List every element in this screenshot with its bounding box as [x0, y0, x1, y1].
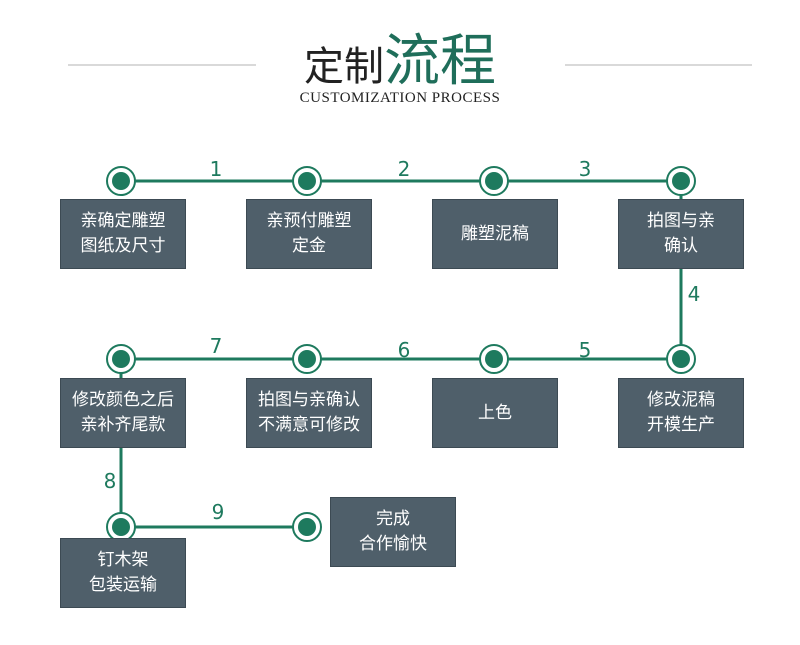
step-4-box: 拍图与亲 确认	[618, 199, 744, 269]
node-3-dot	[485, 172, 503, 190]
step-7-box: 拍图与亲确认 不满意可修改	[246, 378, 372, 448]
node-9-dot	[112, 518, 130, 536]
node-4-dot	[672, 172, 690, 190]
step-5-label: 修改泥稿 开模生产	[647, 390, 715, 435]
connector-number-6: 6	[398, 338, 411, 362]
node-1-dot	[112, 172, 130, 190]
connector-number-7: 7	[210, 334, 223, 358]
step-5-box: 修改泥稿 开模生产	[618, 378, 744, 448]
step-2-box: 亲预付雕塑 定金	[246, 199, 372, 269]
connector-number-5: 5	[579, 338, 592, 362]
node-2-dot	[298, 172, 316, 190]
step-9-label: 钉木架 包装运输	[89, 550, 157, 595]
step-8-box: 修改颜色之后 亲补齐尾款	[60, 378, 186, 448]
page-subtitle: CUSTOMIZATION PROCESS	[299, 90, 501, 106]
title-part-1: 定制	[304, 44, 384, 90]
title-part-2: 流程	[384, 29, 496, 94]
node-6-dot	[485, 350, 503, 368]
node-7-dot	[298, 350, 316, 368]
header-rule-right	[565, 64, 752, 66]
node-8-dot	[112, 350, 130, 368]
connector-number-1: 1	[210, 157, 223, 181]
step-6-label: 上色	[478, 402, 512, 423]
step-10-box: 完成 合作愉快	[330, 497, 456, 567]
node-10-dot	[298, 518, 316, 536]
node-5-dot	[672, 350, 690, 368]
step-4-label: 拍图与亲 确认	[647, 211, 715, 256]
step-1-label: 亲确定雕塑 图纸及尺寸	[80, 211, 166, 256]
step-9-box: 钉木架 包装运输	[60, 538, 186, 608]
step-2-label: 亲预付雕塑 定金	[266, 211, 352, 256]
step-7-label: 拍图与亲确认 不满意可修改	[258, 390, 360, 435]
connector-number-3: 3	[579, 157, 592, 181]
connector-number-8: 8	[104, 469, 117, 493]
step-3-label: 雕塑泥稿	[461, 223, 529, 244]
header-rule-left	[68, 64, 256, 66]
page-title: 定制流程	[0, 16, 800, 97]
connector-number-2: 2	[398, 157, 411, 181]
step-8-label: 修改颜色之后 亲补齐尾款	[72, 390, 174, 435]
step-3-box: 雕塑泥稿	[432, 199, 558, 269]
connector-number-9: 9	[212, 500, 225, 524]
connector-number-4: 4	[688, 282, 701, 306]
step-10-label: 完成 合作愉快	[359, 509, 427, 554]
step-1-box: 亲确定雕塑 图纸及尺寸	[60, 199, 186, 269]
step-6-box: 上色	[432, 378, 558, 448]
